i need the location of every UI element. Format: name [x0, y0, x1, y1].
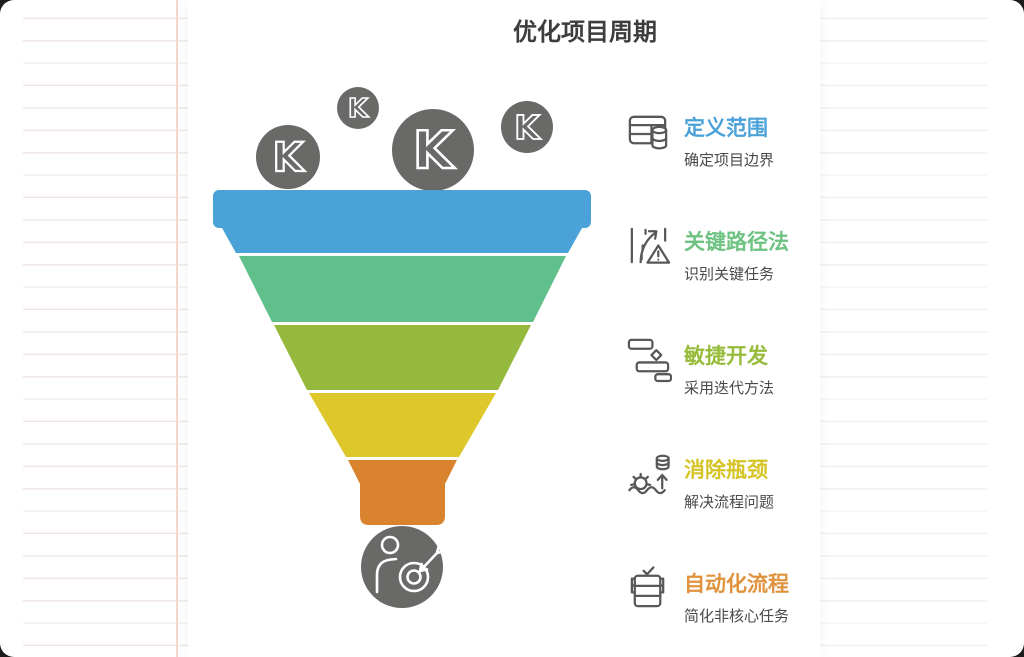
legend-item-critical-path: 关键路径法 识别关键任务: [625, 222, 789, 314]
output-circle: [361, 526, 443, 608]
k-letter: K: [514, 108, 541, 147]
table-database-icon: [628, 115, 668, 150]
agile-gantt-icon: [627, 338, 672, 383]
k-bubble: [337, 87, 379, 129]
k-letter: K: [273, 135, 306, 181]
legend-title: 关键路径法: [684, 231, 789, 254]
page-title: 优化项目周期: [513, 19, 657, 46]
legend-title: 自动化流程: [684, 573, 789, 596]
legend-item-bottleneck: 消除瓶颈 解决流程问题: [625, 450, 789, 542]
bottleneck-icon: [628, 454, 670, 495]
funnel-layers: [213, 190, 591, 525]
legend: 定义范围 确定项目边界 关键路径法 识别关键任务: [625, 108, 789, 657]
legend-subtitle: 识别关键任务: [684, 266, 775, 283]
funnel-layer-critical-path: [239, 256, 566, 322]
k-bubble: [392, 109, 474, 191]
k-letter: K: [413, 121, 455, 181]
funnel-layer-agile: [274, 325, 531, 390]
legend-subtitle: 解决流程问题: [684, 494, 775, 511]
funnel-layer-define-scope: [213, 190, 591, 228]
k-bubble: [501, 101, 553, 153]
legend-subtitle: 采用迭代方法: [684, 380, 775, 397]
person-target-icon: [375, 535, 445, 594]
k-bubble: [256, 125, 320, 189]
legend-item-define-scope: 定义范围 确定项目边界: [625, 108, 789, 200]
legend-item-agile: 敏捷开发 采用迭代方法: [625, 336, 789, 428]
legend-subtitle: 简化非核心任务: [684, 608, 790, 625]
k-bubbles: K K K K: [256, 87, 553, 191]
legend-title: 定义范围: [684, 117, 768, 140]
notebook-margin-line: [176, 0, 178, 657]
legend-subtitle: 确定项目边界: [684, 152, 775, 169]
legend-item-automation: 自动化流程 简化非核心任务: [625, 564, 789, 656]
funnel-layer-automation: [348, 460, 457, 525]
funnel-layer-bottleneck: [309, 393, 496, 457]
funnel-layer-define-scope: [222, 228, 582, 253]
critical-path-icon: [630, 227, 671, 264]
funnel-output: [361, 526, 445, 608]
automation-icon: [630, 566, 665, 608]
legend-title: 敏捷开发: [684, 345, 768, 368]
k-letter: K: [348, 94, 369, 124]
legend-title: 消除瓶颈: [684, 459, 768, 482]
